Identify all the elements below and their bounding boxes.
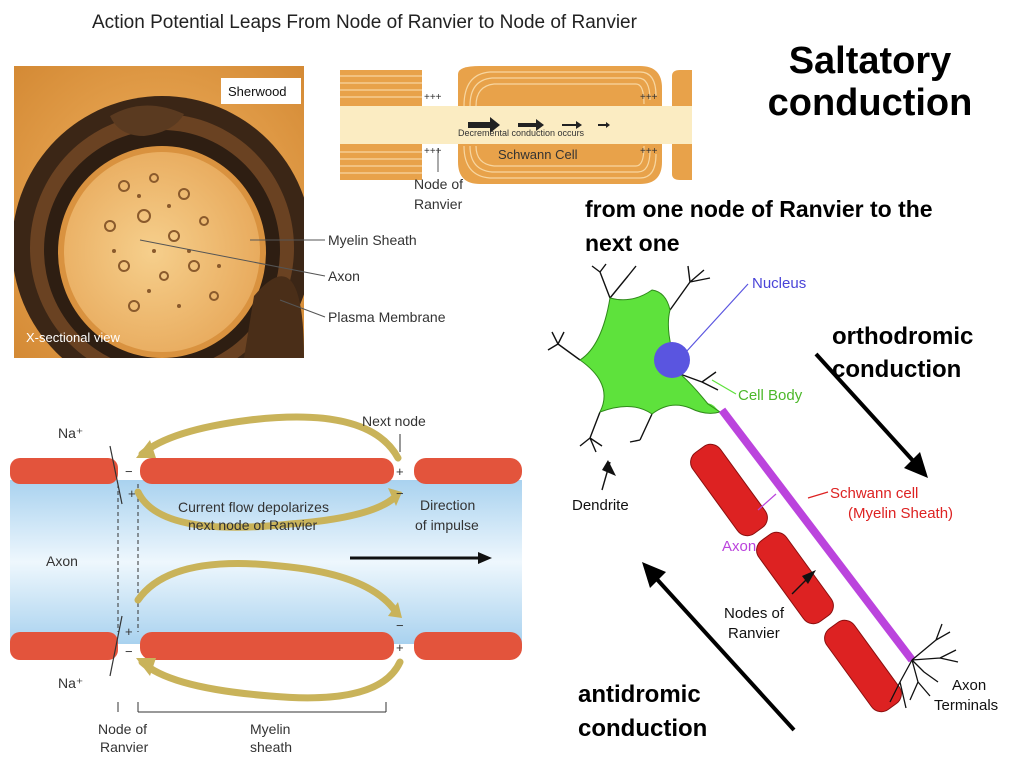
axon-terminals — [889, 623, 959, 709]
svg-text:−: − — [125, 464, 133, 479]
svg-text:+: + — [125, 624, 133, 639]
figure1-title: Action Potential Leaps From Node of Ranv… — [92, 12, 637, 33]
sherwood-label-box — [221, 78, 301, 104]
direction-line1: Direction — [420, 497, 475, 513]
slide-title-line1: Saltatory — [788, 40, 952, 82]
current-loop-top — [134, 413, 402, 531]
fig2-myelin-line2: sheath — [250, 739, 292, 755]
neuron-diagram: Nucleus Cell Body Dendrite Schwann cell … — [547, 263, 998, 714]
dendrites — [547, 263, 719, 453]
ortho-line1: orthodromic — [832, 323, 974, 350]
svg-text:−: − — [396, 486, 404, 501]
slide-title-line2: conduction — [767, 82, 973, 124]
na-top-label: Na⁺ — [58, 425, 83, 441]
decremental-label: Decremental conduction occurs — [458, 128, 585, 138]
na-bottom-label: Na⁺ — [58, 675, 83, 691]
fig2-node-line1: Node of — [98, 721, 147, 737]
subtitle-line1: from one node of Ranvier to the — [585, 196, 933, 222]
plus-top-right: +++ — [640, 92, 658, 103]
direction-arrow — [478, 552, 492, 564]
fig1-node-line1: Node of — [414, 176, 463, 192]
next-node-label: Next node — [362, 413, 426, 429]
fig2-node-line2: Ranvier — [100, 739, 149, 755]
antidromic-label: antidromic conduction — [578, 678, 778, 746]
conduction-arrows — [468, 117, 610, 133]
schwann-cell-diagram: Decremental conduction occurs Schwann Ce… — [340, 66, 692, 184]
subtitle-line2: next one — [585, 230, 680, 256]
dendrite-label: Dendrite — [572, 497, 629, 514]
axon-interior — [64, 152, 260, 352]
direction-line2: of impulse — [415, 517, 479, 533]
plus-top-left: +++ — [424, 92, 442, 103]
micrograph-leaders: Myelin Sheath Axon Plasma Membrane — [139, 232, 446, 325]
schwann-line1: Schwann cell — [830, 485, 918, 502]
cell-body-label: Cell Body — [738, 387, 803, 404]
current-loop-bottom — [134, 560, 404, 702]
terminals-line1: Axon — [952, 677, 986, 694]
axon-label: Axon — [722, 538, 756, 555]
direction-arrows — [642, 352, 928, 732]
current-flow-line1: Current flow depolarizes — [178, 499, 329, 515]
myelin-segments — [10, 458, 522, 660]
svg-text:−: − — [396, 618, 404, 633]
anti-line1: antidromic — [578, 681, 701, 708]
svg-text:−: − — [125, 644, 133, 659]
svg-text:+: + — [128, 486, 136, 501]
plus-bottom-left: +++ — [424, 146, 442, 157]
fig1-node-line2: Ranvier — [414, 196, 463, 212]
myelin-sheath-label: Myelin Sheath — [328, 232, 417, 248]
axon-label: Axon — [328, 268, 360, 284]
fig2-myelin-line1: Myelin — [250, 721, 290, 737]
antidromic-arrow-shaft — [652, 574, 796, 732]
slide-subtitle: from one node of Ranvier to the next one — [585, 192, 1024, 260]
antidromic-arrow-head — [642, 562, 666, 588]
sherwood-label: Sherwood — [228, 84, 287, 99]
node-of-ranvier-callout: Node of Ranvier — [414, 148, 463, 212]
current-flow-diagram: − + + − + − − + Na⁺ Na⁺ Next node Current fl… — [10, 413, 522, 755]
plus-bottom-right: +++ — [640, 146, 658, 157]
schwann-line2: (Myelin Sheath) — [848, 505, 953, 522]
nucleus — [654, 342, 690, 378]
nodes-line1: Nodes of — [724, 605, 785, 622]
orthodromic-label: orthodromic conduction — [832, 320, 1022, 386]
schwann-cells — [690, 443, 902, 713]
current-flow-line2: next node of Ranvier — [188, 517, 318, 533]
orthodromic-arrow-head — [904, 452, 928, 478]
svg-text:+: + — [396, 464, 404, 479]
schwann-cell-label: Schwann Cell — [498, 147, 578, 162]
nucleus-label: Nucleus — [752, 275, 806, 292]
fig2-axon-label: Axon — [46, 553, 78, 569]
plasma-membrane-label: Plasma Membrane — [328, 309, 446, 325]
schwann-cell-left — [340, 70, 422, 180]
slide-title: Saltatory conduction — [740, 40, 1000, 124]
svg-text:+: + — [396, 640, 404, 655]
cross-section-micrograph: Sherwood X-sectional view — [14, 66, 304, 358]
xsection-label: X-sectional view — [26, 330, 121, 345]
axon-core — [340, 106, 692, 144]
anti-line2: conduction — [578, 715, 708, 742]
ortho-line2: conduction — [832, 356, 962, 383]
orthodromic-arrow-shaft — [814, 352, 918, 466]
terminals-line2: Terminals — [934, 697, 998, 714]
cell-body — [579, 289, 722, 415]
nodes-line2: Ranvier — [728, 625, 780, 642]
